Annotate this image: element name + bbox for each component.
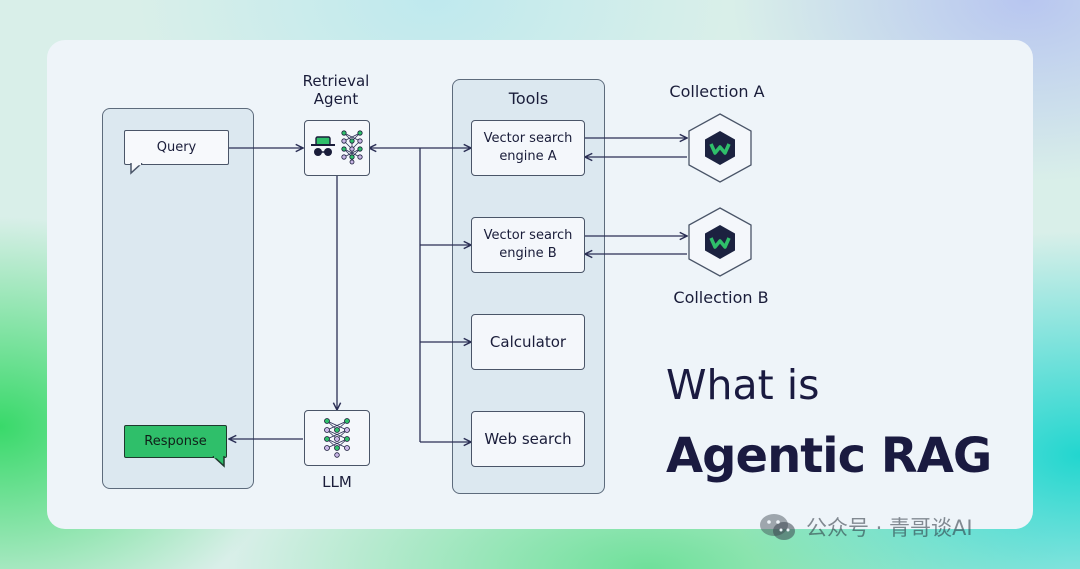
watermark-text: 公众号 · 青哥谈AI [806, 516, 973, 540]
response-bubble: Response [124, 425, 227, 458]
collection-a-icon [688, 113, 752, 183]
tool-vector-search-a: Vector search engine A [471, 120, 585, 176]
collection-a-label: Collection A [669, 82, 765, 101]
connector-lines [47, 40, 1033, 529]
wechat-icon [760, 514, 795, 540]
diagram-card: Tools [47, 40, 1033, 529]
response-label: Response [144, 434, 207, 449]
llm-box [304, 410, 370, 466]
agent-label: Retrieval Agent [302, 72, 370, 108]
response-bubble-tail [212, 456, 225, 468]
collection-b-label: Collection B [673, 288, 769, 307]
agent-spy-icon [311, 136, 335, 156]
query-bubble-tail [130, 163, 143, 175]
agent-network-icon [341, 130, 363, 165]
query-bubble: Query [124, 130, 229, 165]
query-label: Query [156, 140, 197, 155]
tool-calculator: Calculator [471, 314, 585, 370]
tool-vector-search-b: Vector search engine B [471, 217, 585, 273]
llm-network-icon [324, 418, 350, 458]
tools-title: Tools [508, 89, 549, 108]
tool-web-search: Web search [471, 411, 585, 467]
heading-line1: What is [666, 361, 820, 409]
heading-line2: Agentic RAG [666, 428, 992, 484]
retrieval-agent-box [304, 120, 370, 176]
collection-b-icon [688, 207, 752, 277]
llm-label: LLM [322, 473, 352, 491]
watermark: 公众号 · 青哥谈AI [758, 510, 973, 544]
